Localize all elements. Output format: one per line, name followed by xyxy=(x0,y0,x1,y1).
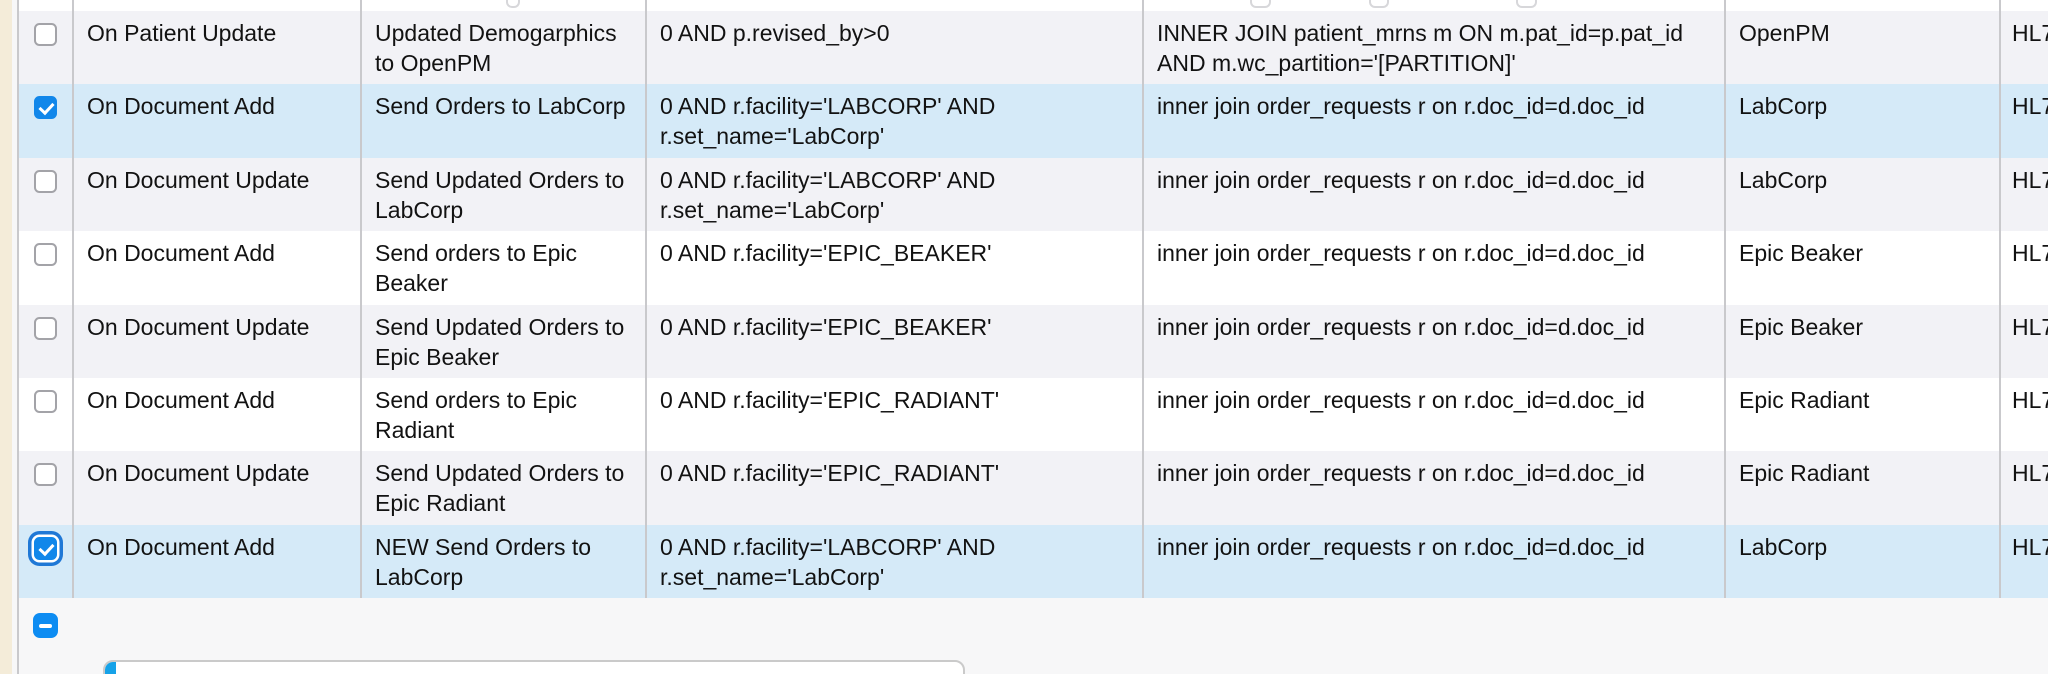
cell-description: Updated Demogarphics to OpenPM xyxy=(362,11,647,85)
cell-event: On Document Update xyxy=(74,451,362,525)
header-control-fragment xyxy=(1250,0,1271,8)
row-checkbox-cell xyxy=(19,84,74,158)
cell-join-clause: inner join order_requests r on r.doc_id=… xyxy=(1144,304,1726,378)
table-row[interactable]: On Document Add NEW Send Orders to LabCo… xyxy=(19,524,2048,599)
table-row[interactable]: On Document Add Send orders to Epic Beak… xyxy=(19,231,2048,305)
popover-panel xyxy=(103,660,965,674)
row-checkbox[interactable] xyxy=(34,96,57,120)
header-remnant-cell xyxy=(362,0,647,11)
cell-where-clause: 0 AND r.facility='EPIC_RADIANT' xyxy=(647,451,1144,525)
cell-destination: Epic Radiant xyxy=(1726,377,2001,452)
row-checkbox[interactable] xyxy=(34,243,57,267)
cell-description: NEW Send Orders to LabCorp xyxy=(362,524,647,599)
row-checkbox-cell xyxy=(19,377,74,452)
header-remnant-cell xyxy=(74,0,362,11)
header-remnant-cell xyxy=(1726,0,2001,11)
cell-join-clause: inner join order_requests r on r.doc_id=… xyxy=(1144,451,1726,525)
cell-where-clause: 0 AND r.facility='LABCORP' AND r.set_nam… xyxy=(647,84,1144,158)
cell-description: Send Updated Orders to Epic Radiant xyxy=(362,451,647,525)
cell-protocol: HL7 xyxy=(2012,460,2048,487)
cell-protocol: HL7 xyxy=(2012,386,2048,413)
cell-join-clause: inner join order_requests r on r.doc_id=… xyxy=(1144,524,1726,599)
cell-event: On Document Add xyxy=(74,231,362,305)
cell-join-clause: inner join order_requests r on r.doc_id=… xyxy=(1144,157,1726,232)
table-row[interactable]: On Patient Update Updated Demogarphics t… xyxy=(19,11,2048,85)
header-remnant-cell xyxy=(1144,0,1726,11)
cell-destination: Epic Beaker xyxy=(1726,231,2001,305)
cell-description: Send orders to Epic Beaker xyxy=(362,231,647,305)
header-control-fragment xyxy=(506,0,520,8)
header-control-fragment xyxy=(1369,0,1389,8)
row-checkbox-cell xyxy=(19,157,74,232)
cell-protocol: HL7 xyxy=(2012,166,2048,193)
cell-event: On Patient Update xyxy=(74,11,362,85)
indeterminate-minus-icon xyxy=(39,623,52,628)
row-checkbox-cell xyxy=(19,451,74,525)
cell-where-clause: 0 AND r.facility='EPIC_BEAKER' xyxy=(647,231,1144,305)
cell-protocol: HL7 xyxy=(2012,533,2048,560)
cell-where-clause: 0 AND r.facility='EPIC_RADIANT' xyxy=(647,377,1144,452)
cell-protocol: HL7 xyxy=(2012,93,2048,120)
table-row[interactable]: On Document Add Send Orders to LabCorp 0… xyxy=(19,84,2048,158)
cell-event: On Document Update xyxy=(74,157,362,232)
cell-description: Send orders to Epic Radiant xyxy=(362,377,647,452)
row-checkbox-cell xyxy=(19,304,74,378)
popover-accent-bar xyxy=(105,662,116,674)
cell-event: On Document Update xyxy=(74,304,362,378)
cell-protocol: HL7 xyxy=(2012,313,2048,340)
cell-destination: LabCorp xyxy=(1726,524,2001,599)
row-checkbox[interactable] xyxy=(34,23,57,46)
row-checkbox-cell xyxy=(19,231,74,305)
cell-destination: LabCorp xyxy=(1726,84,2001,158)
row-checkbox[interactable] xyxy=(34,536,57,560)
row-checkbox[interactable] xyxy=(34,389,57,413)
select-all-checkbox[interactable] xyxy=(33,613,58,638)
cell-destination: Epic Radiant xyxy=(1726,451,2001,525)
cell-event: On Document Add xyxy=(74,377,362,452)
header-remnant-cell xyxy=(19,0,74,11)
row-checkbox-cell xyxy=(19,11,74,85)
cell-description: Send Orders to LabCorp xyxy=(362,84,647,158)
table-header-remnant xyxy=(19,0,2048,11)
cell-join-clause: inner join order_requests r on r.doc_id=… xyxy=(1144,377,1726,452)
cell-protocol: HL7 xyxy=(2012,240,2048,267)
cell-description: Send Updated Orders to Epic Beaker xyxy=(362,304,647,378)
cell-where-clause: 0 AND r.facility='EPIC_BEAKER' xyxy=(647,304,1144,378)
header-remnant-cell xyxy=(647,0,1144,11)
cell-destination: OpenPM xyxy=(1726,11,2001,85)
row-checkbox[interactable] xyxy=(34,463,57,487)
row-checkbox-cell xyxy=(19,524,74,599)
header-remnant-cell xyxy=(2001,0,2048,11)
header-control-fragment xyxy=(1516,0,1537,8)
table-row[interactable]: On Document Add Send orders to Epic Radi… xyxy=(19,377,2048,452)
cell-join-clause: inner join order_requests r on r.doc_id=… xyxy=(1144,231,1726,305)
cell-event: On Document Add xyxy=(74,84,362,158)
cell-protocol: HL7 xyxy=(2012,20,2048,46)
cell-join-clause: inner join order_requests r on r.doc_id=… xyxy=(1144,84,1726,158)
cell-where-clause: 0 AND r.facility='LABCORP' AND r.set_nam… xyxy=(647,524,1144,599)
cell-description: Send Updated Orders to LabCorp xyxy=(362,157,647,232)
table-row[interactable]: On Document Update Send Updated Orders t… xyxy=(19,451,2048,525)
window-background-strip xyxy=(0,0,12,674)
row-checkbox[interactable] xyxy=(34,316,57,340)
row-checkbox[interactable] xyxy=(34,169,57,193)
cell-event: On Document Add xyxy=(74,524,362,599)
event-triggers-table: On Patient Update Updated Demogarphics t… xyxy=(17,0,2048,674)
cell-where-clause: 0 AND r.facility='LABCORP' AND r.set_nam… xyxy=(647,157,1144,232)
cell-join-clause: INNER JOIN patient_mrns m ON m.pat_id=p.… xyxy=(1144,11,1726,85)
table-body: On Patient Update Updated Demogarphics t… xyxy=(19,11,2048,599)
cell-where-clause: 0 AND p.revised_by>0 xyxy=(647,11,1144,85)
table-row[interactable]: On Document Update Send Updated Orders t… xyxy=(19,304,2048,378)
cell-destination: LabCorp xyxy=(1726,157,2001,232)
table-row[interactable]: On Document Update Send Updated Orders t… xyxy=(19,157,2048,232)
cell-destination: Epic Beaker xyxy=(1726,304,2001,378)
